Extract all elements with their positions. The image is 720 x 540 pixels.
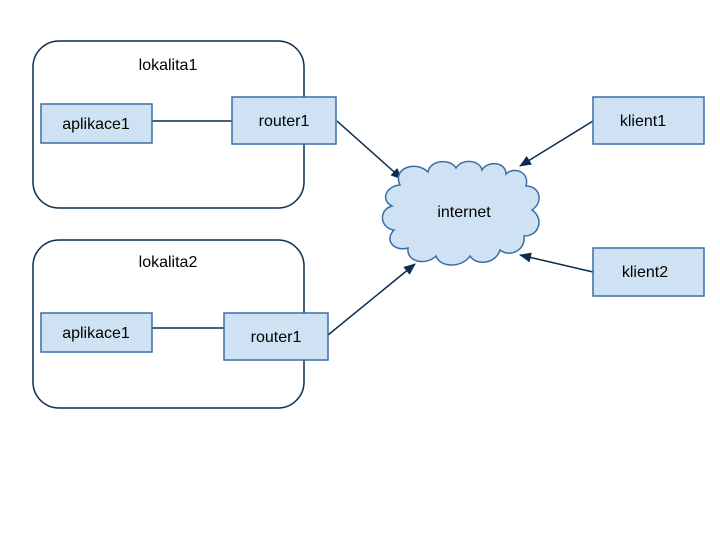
node-klient2[interactable]: klient2 <box>592 247 705 297</box>
edge-client1-internet <box>519 120 594 167</box>
node-klient1[interactable]: klient1 <box>592 96 705 145</box>
node-internet-cloud[interactable]: internet <box>381 160 540 266</box>
node-internet-label: internet <box>437 204 491 221</box>
node-router1-site1-label: router1 <box>259 113 310 130</box>
node-aplikace1-site2[interactable]: aplikace1 <box>40 312 153 353</box>
node-router1-site2[interactable]: router1 <box>223 312 329 361</box>
node-klient1-box <box>592 96 705 145</box>
node-aplikace1-site1[interactable]: aplikace1 <box>40 103 153 144</box>
node-router1-site1-box <box>231 96 337 145</box>
edge-router1-internet <box>336 120 403 180</box>
node-aplikace1-site1-box <box>40 103 153 144</box>
node-aplikace1-site1-label: aplikace1 <box>62 116 130 133</box>
edge-router2-internet <box>327 263 416 336</box>
node-aplikace1-site2-box <box>40 312 153 353</box>
cloud-icon <box>381 160 540 266</box>
site-group-lokalita2-label: lokalita2 <box>139 254 198 271</box>
site-group-lokalita1-label: lokalita1 <box>139 57 198 74</box>
node-router1-site2-box <box>223 312 329 361</box>
node-klient1-label: klient1 <box>620 113 666 130</box>
edge-client2-internet <box>519 252 594 273</box>
node-router1-site2-label: router1 <box>251 329 302 346</box>
node-router1-site1[interactable]: router1 <box>231 96 337 145</box>
node-aplikace1-site2-label: aplikace1 <box>62 325 130 342</box>
node-klient2-box <box>592 247 705 297</box>
node-klient2-label: klient2 <box>622 264 668 281</box>
